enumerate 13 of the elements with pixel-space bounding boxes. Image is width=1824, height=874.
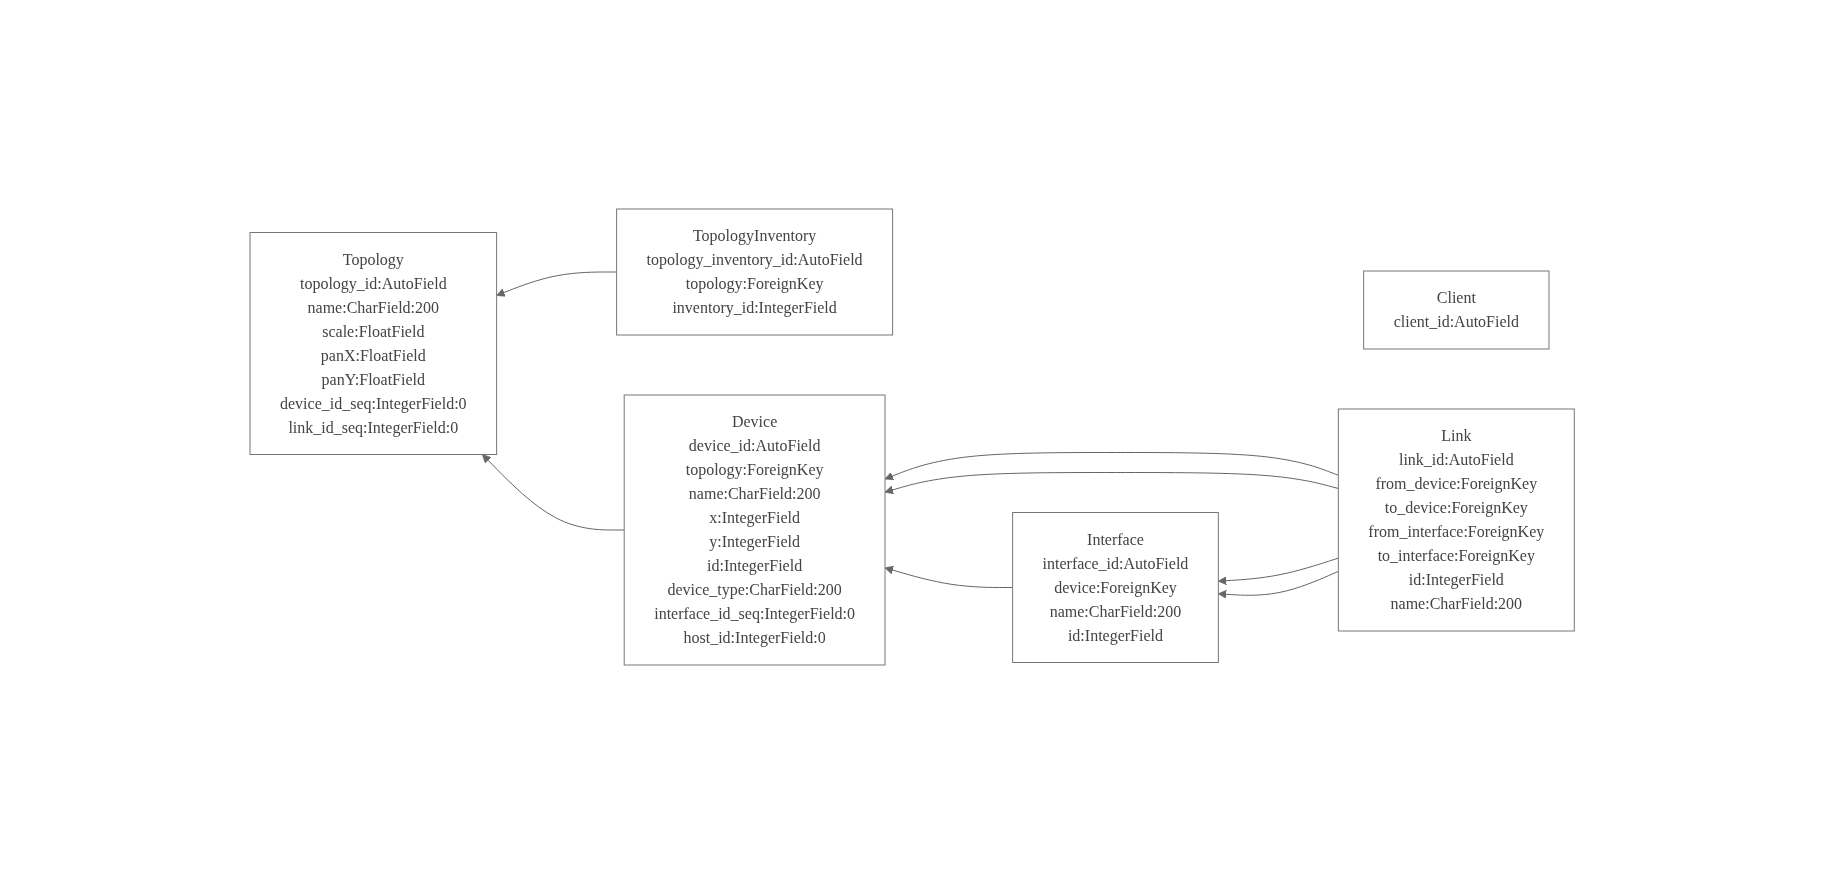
node-box: Device device_id:AutoField topology:ForeignKey name:CharField:200 x:IntegerField y:IntegerField id:IntegerField device_type:CharField:200 interface_id_seq:IntegerField:0 host_id:IntegerField:0 <box>623 394 886 666</box>
node-box: Link link_id:AutoField from_device:ForeignKey to_device:ForeignKey from_interface:ForeignKey to_interface:ForeignKey id:IntegerField name:CharField:200 <box>1337 408 1575 632</box>
node-box: Client client_id:AutoField <box>1363 270 1550 350</box>
node-box: TopologyInventory topology_inventory_id:AutoField topology:ForeignKey inventory_id:IntegerField <box>615 208 893 336</box>
node-box: Topology topology_id:AutoField name:CharField:200 scale:FloatField panX:FloatField panY:FloatField device_id_seq:IntegerField:0 link_id_seq:IntegerField:0 <box>249 232 497 455</box>
arrow <box>884 472 1339 495</box>
arrow <box>1217 570 1339 599</box>
arrow <box>481 454 625 531</box>
node-box: Interface interface_id:AutoField device:ForeignKey name:CharField:200 id:IntegerField <box>1011 512 1219 663</box>
arrow <box>884 565 1013 588</box>
arrow <box>1217 557 1339 586</box>
arrow <box>496 271 617 297</box>
arrow <box>884 452 1339 481</box>
